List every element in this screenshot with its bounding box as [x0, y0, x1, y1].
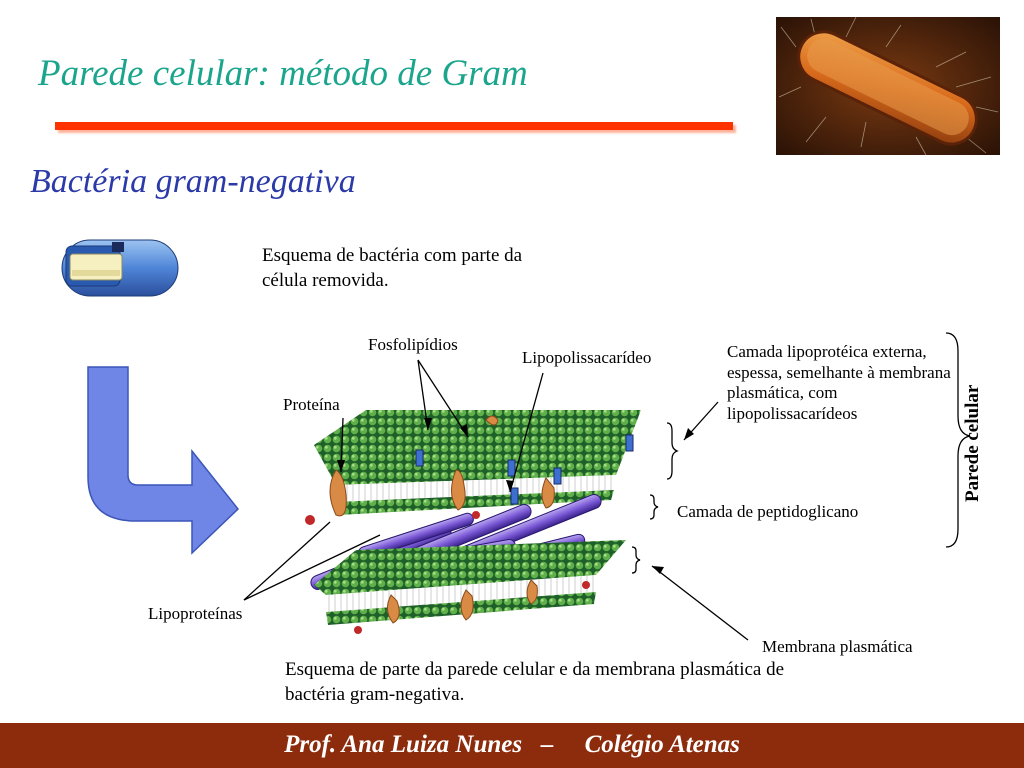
footer-text: Prof. Ana Luiza Nunes – Colégio Atenas	[284, 731, 740, 758]
label-parede-celular: Parede celular	[962, 384, 983, 502]
label-fosfolipidios: Fosfolipídios	[368, 335, 458, 354]
bacterium-photo	[776, 17, 1000, 155]
footer-bar	[0, 723, 1024, 768]
label-membrana-plasmatica: Membrana plasmática	[762, 637, 913, 656]
label-camada-externa: Camada lipoprotéica externa, espessa, se…	[727, 342, 951, 424]
slide-subtitle: Bactéria gram-negativa	[30, 163, 356, 200]
down-right-arrow-icon	[87, 366, 240, 555]
label-proteina: Proteína	[283, 395, 340, 414]
caption-bacterium: Esquema de bactéria com parte da célula …	[262, 245, 523, 292]
label-peptidoglicano: Camada de peptidoglicano	[677, 502, 859, 521]
caption-cell-wall: Esquema de parte da parede celular e da …	[285, 659, 785, 706]
title-underline	[55, 122, 733, 130]
label-lipoproteinas: Lipoproteínas	[148, 604, 243, 623]
bacterium-cutaway-illustration	[61, 239, 179, 297]
cell-wall-diagram	[305, 410, 641, 634]
slide-title: Parede celular: método de Gram	[38, 53, 528, 94]
label-lipopolissacarideo: Lipopolissacarídeo	[522, 348, 652, 367]
